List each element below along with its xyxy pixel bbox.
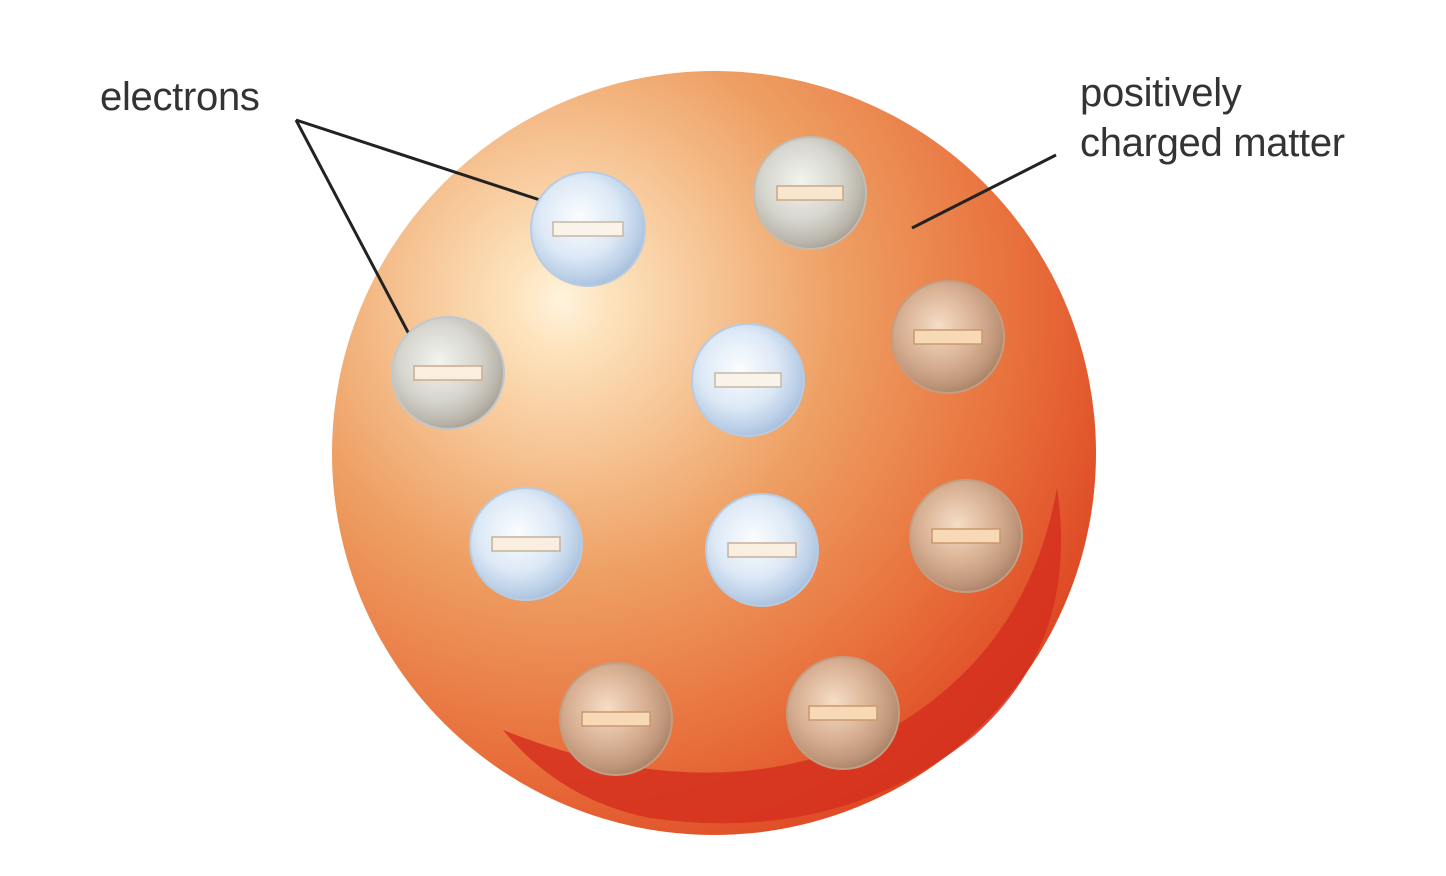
electron [753, 136, 867, 250]
minus-sign-icon [581, 711, 651, 727]
electron [530, 171, 646, 287]
electrons-group [391, 136, 1023, 776]
sphere-body [332, 71, 1096, 835]
electrons-label: electrons [100, 75, 260, 119]
minus-sign-icon [913, 329, 983, 345]
electron [691, 323, 805, 437]
sphere-shadow-crescent [503, 488, 1062, 824]
positive-matter-label-line1: positively [1080, 71, 1242, 115]
minus-sign-icon [491, 536, 561, 552]
minus-sign-icon [931, 528, 1001, 544]
matter-leader-line [911, 153, 1057, 230]
positive-matter-sphere [332, 71, 1096, 835]
electron [559, 662, 673, 776]
electrons-leader-line-2 [294, 119, 412, 337]
minus-sign-icon [552, 221, 624, 237]
electrons-leader-line-1 [295, 118, 541, 202]
minus-sign-icon [776, 185, 844, 201]
leader-lines [294, 118, 1057, 337]
minus-sign-icon [714, 372, 782, 388]
minus-sign-icon [808, 705, 878, 721]
electron [705, 493, 819, 607]
electron [909, 479, 1023, 593]
minus-sign-icon [727, 542, 797, 558]
electron [786, 656, 900, 770]
positive-matter-label: positively charged matter [1080, 68, 1345, 168]
electron [891, 280, 1005, 394]
minus-sign-icon [413, 365, 483, 381]
positive-matter-label-line2: charged matter [1080, 121, 1345, 165]
electron [469, 487, 583, 601]
electron [391, 316, 505, 430]
